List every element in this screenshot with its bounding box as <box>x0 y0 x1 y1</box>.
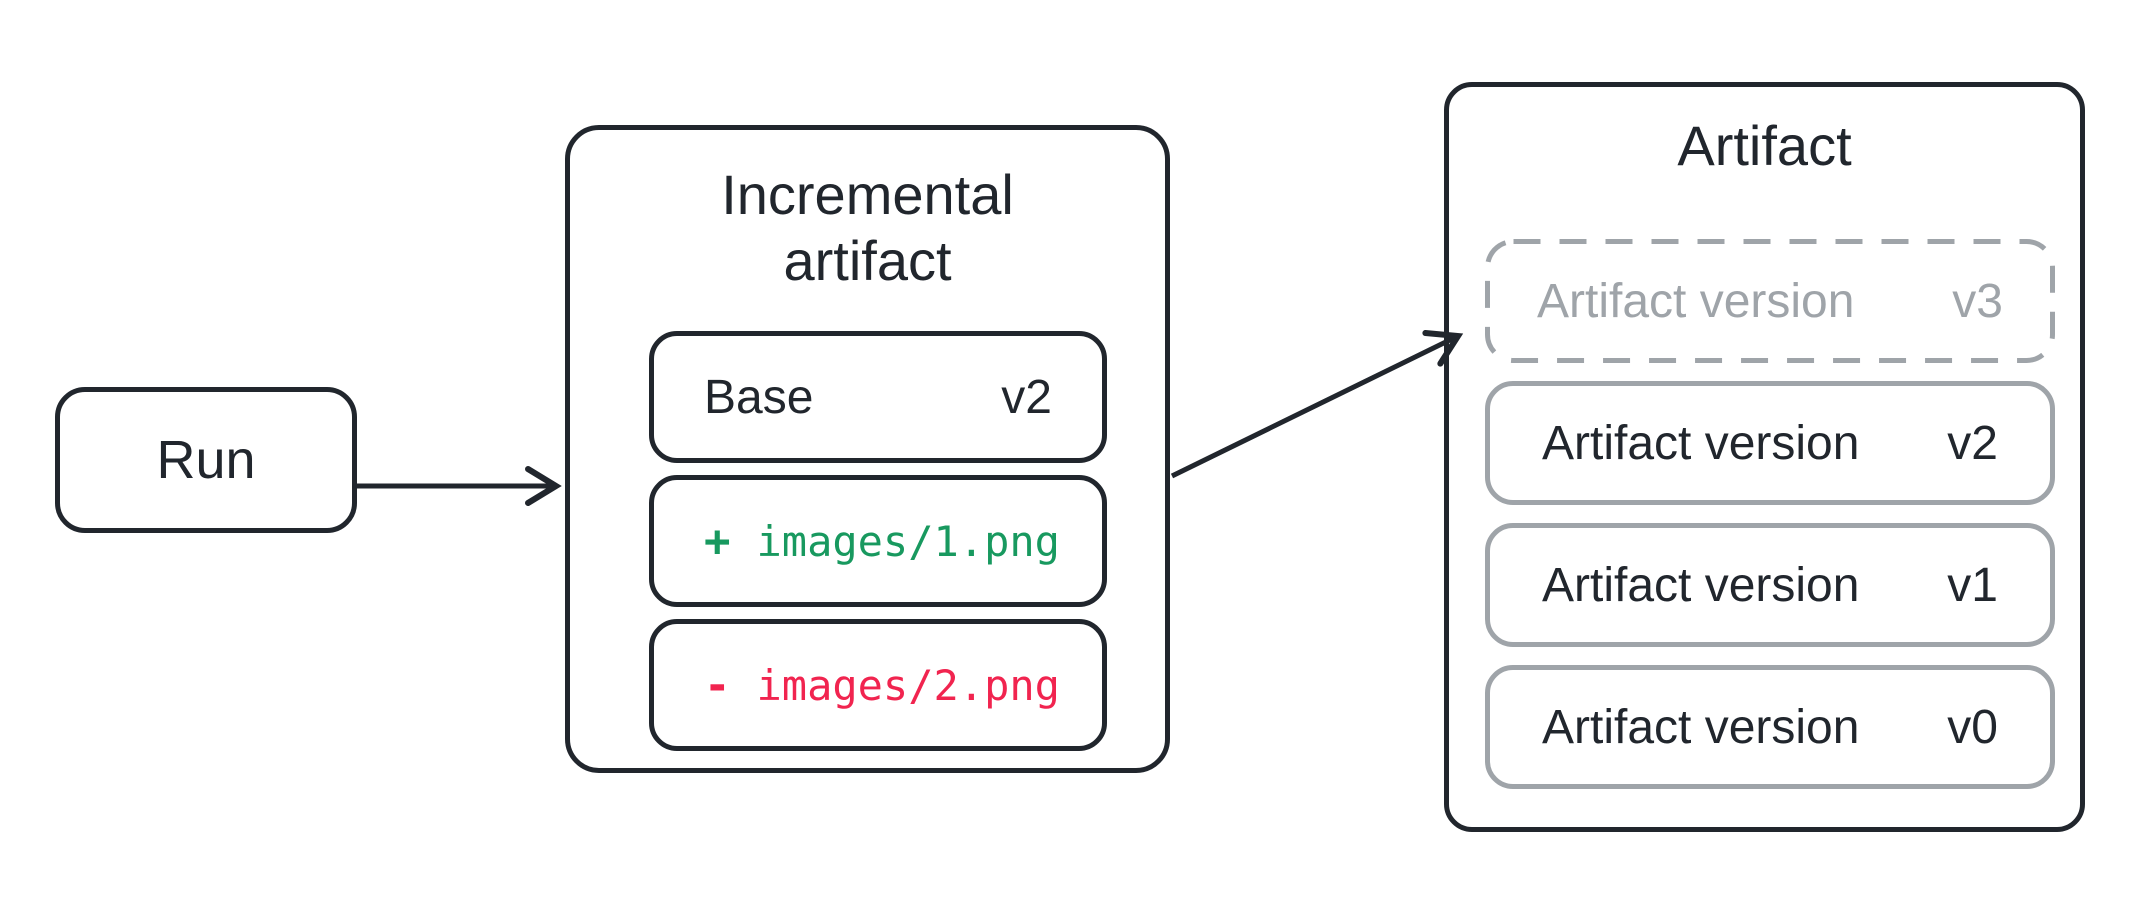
run-node-label: Run <box>156 430 256 490</box>
artifact-version-label: Artifact version <box>1542 558 1860 612</box>
artifact-version-label: Artifact version <box>1542 416 1860 470</box>
diff-minus-icon: - <box>704 659 731 711</box>
artifact-version-row-v3-pending: Artifact version v3 <box>1485 239 2055 363</box>
artifact-title: Artifact <box>1677 114 1852 177</box>
incremental-artifact-title: Incremental artifact <box>721 163 1014 292</box>
arrow-incremental-to-artifact-v3 <box>1170 330 1464 479</box>
incremental-artifact-node: Incremental artifact Base v2 + images/1.… <box>565 125 1170 773</box>
artifact-version-row-v1: Artifact version v1 <box>1485 523 2055 647</box>
base-version: v2 <box>1001 370 1052 424</box>
artifact-version-label: Artifact version <box>1537 274 1855 328</box>
artifact-version-number: v0 <box>1947 700 1998 754</box>
artifact-version-label: Artifact version <box>1542 700 1860 754</box>
artifact-node: Artifact Artifact version v3 Artifact ve… <box>1444 82 2085 832</box>
added-file-row: + images/1.png <box>649 475 1107 607</box>
added-file-path: images/1.png <box>756 516 1060 566</box>
run-node: Run <box>55 387 357 533</box>
artifact-version-row-v0: Artifact version v0 <box>1485 665 2055 789</box>
artifact-version-number: v2 <box>1947 416 1998 470</box>
artifact-version-number: v3 <box>1952 274 2003 328</box>
base-version-row: Base v2 <box>649 331 1107 463</box>
base-label: Base <box>704 370 814 424</box>
removed-file-row: - images/2.png <box>649 619 1107 751</box>
removed-file-path: images/2.png <box>756 660 1060 710</box>
diff-plus-icon: + <box>704 515 731 567</box>
artifact-version-number: v1 <box>1947 558 1998 612</box>
artifact-version-row-v2: Artifact version v2 <box>1485 381 2055 505</box>
